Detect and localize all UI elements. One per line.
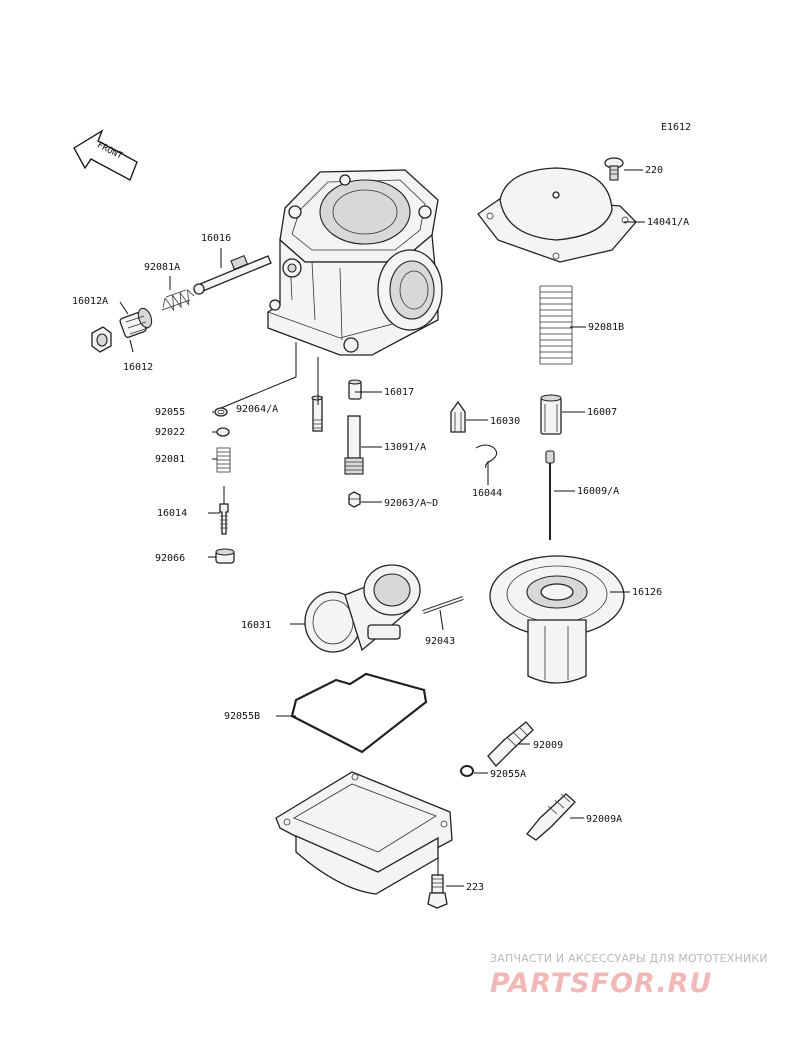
part-16016 [193,254,272,295]
label-16014: 16014 [157,508,187,519]
part-92009a-screw [526,793,576,841]
part-16009a-needle [545,450,555,540]
label-92055b: 92055B [224,711,260,722]
part-92066-cap [215,548,235,564]
label-223: 223 [466,882,484,893]
label-220: 220 [645,165,663,176]
label-14041a: 14041/A [647,217,689,228]
part-float-bowl [275,771,453,895]
watermark-tagline: ЗАПЧАСТИ И АКСЕССУАРЫ ДЛЯ МОТОТЕХНИКИ [490,952,768,965]
watermark-logo: PARTSFOR.RU [490,968,712,999]
part-92009-screw [487,721,534,767]
front-arrow-icon: FRONT [73,129,138,181]
label-16016: 16016 [201,233,231,244]
label-92055a: 92055A [490,769,526,780]
part-16007-holder [540,394,562,435]
part-92022-washer [216,427,230,437]
label-92022: 92022 [155,427,185,438]
part-16017-holder [348,379,362,400]
label-13091a: 13091/A [384,442,426,453]
label-92081b: 92081B [588,322,624,333]
part-92081b-spring [539,285,573,365]
diagram-code: E1612 [661,122,691,133]
part-16044-clip [475,444,498,469]
label-16012: 16012 [123,362,153,373]
part-16014-screw [219,486,229,535]
part-16030-float-valve [450,400,466,433]
label-92081a: 92081A [144,262,180,273]
label-16031: 16031 [241,620,271,631]
part-220-screw [604,157,624,181]
part-223-bolt [427,874,448,909]
label-16012a: 16012A [72,296,108,307]
label-92063ad: 92063/A~D [384,498,438,509]
label-92081: 92081 [155,454,185,465]
label-16007: 16007 [587,407,617,418]
label-16126: 16126 [632,587,662,598]
part-16012 [119,307,153,338]
part-92063-main-jet [348,491,361,508]
part-92081a-spring [161,288,195,312]
part-14041a-cover [477,167,637,263]
part-16126-diaphragm [489,555,625,684]
part-13091a-needle-jet [344,415,364,475]
label-92009: 92009 [533,740,563,751]
part-16031-throttle [304,564,421,653]
part-92055a-oring [460,765,474,777]
label-92009a: 92009A [586,814,622,825]
part-92055b-gasket [290,672,428,754]
label-92055: 92055 [155,407,185,418]
part-16012a-nut [91,326,112,353]
label-92066: 92066 [155,553,185,564]
label-16017: 16017 [384,387,414,398]
carburetor-body [267,169,443,356]
label-92043: 92043 [425,636,455,647]
leader-lines [119,169,645,887]
label-16044: 16044 [472,488,502,499]
label-16009a: 16009/A [577,486,619,497]
label-16030: 16030 [490,416,520,427]
label-92064a: 92064/A [236,404,278,415]
part-92081-spring [216,447,231,473]
part-92064a-jet [311,395,323,432]
